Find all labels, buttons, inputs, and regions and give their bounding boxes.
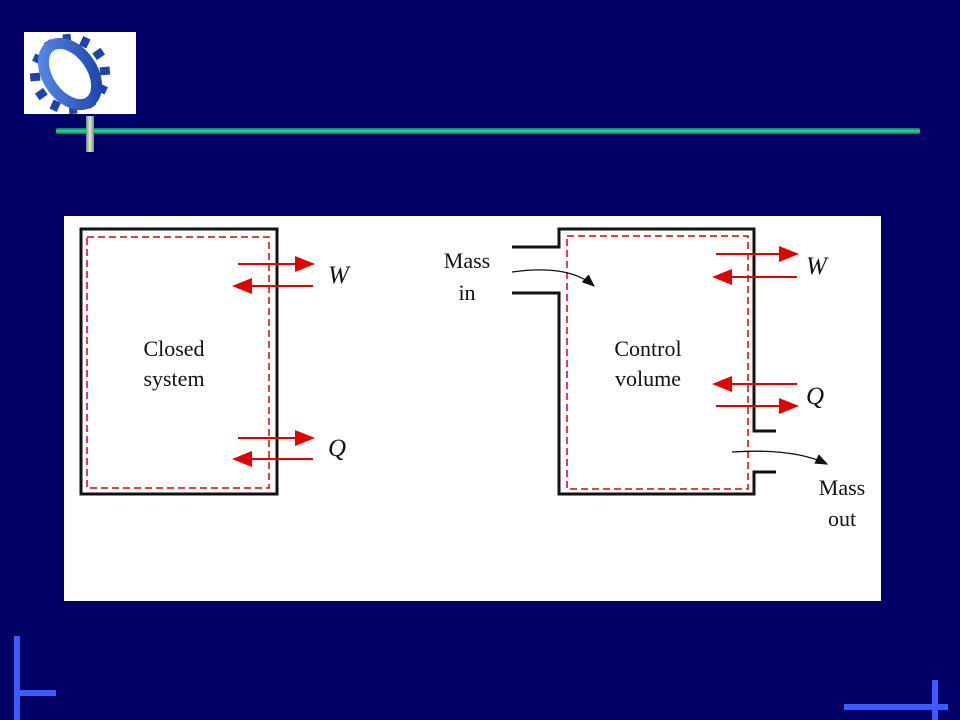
closed-system-boundary bbox=[79, 227, 279, 496]
corner-mark-bottom-right-vertical bbox=[932, 680, 938, 720]
mass-out-arrow bbox=[731, 450, 829, 465]
closed-system-vs-control-volume-diagram: Closed system W Q Control volume Mass in… bbox=[79, 227, 865, 531]
closed-system-label-line1: Closed bbox=[143, 336, 204, 361]
cv-work-symbol: W bbox=[806, 253, 829, 280]
control-volume-label-line2: volume bbox=[615, 366, 681, 391]
closed-heat-symbol: Q bbox=[328, 435, 346, 462]
cv-heat-symbol: Q bbox=[806, 383, 824, 410]
mass-in-arrow bbox=[511, 269, 595, 287]
closed-system: Closed system W Q bbox=[79, 227, 351, 496]
mass-in-label-line1: Mass bbox=[444, 248, 490, 273]
closed-system-dashed-boundary bbox=[86, 236, 270, 489]
corner-mark-bottom-left-vertical bbox=[14, 636, 20, 720]
corner-mark-bottom-right-horizontal bbox=[844, 704, 948, 710]
control-volume-label-line1: Control bbox=[614, 336, 681, 361]
mass-in-label-line2: in bbox=[458, 280, 475, 305]
header-rule bbox=[56, 128, 920, 134]
corner-mark-bottom-left-horizontal bbox=[14, 690, 56, 696]
control-volume-dashed-boundary bbox=[566, 235, 749, 490]
control-volume-boundary-bottom bbox=[512, 291, 776, 496]
logo bbox=[24, 32, 136, 114]
mass-out-label-line2: out bbox=[828, 506, 856, 531]
control-volume-boundary-top bbox=[512, 227, 776, 433]
gear-ring-logo-icon bbox=[29, 33, 111, 114]
mass-out-label-line1: Mass bbox=[819, 475, 865, 500]
header-rule-tick bbox=[86, 116, 94, 152]
control-volume: Control volume Mass in W Q Mass out bbox=[444, 227, 865, 531]
closed-work-symbol: W bbox=[328, 262, 351, 289]
closed-system-label-line2: system bbox=[143, 366, 204, 391]
system-diagram-panel: Closed system W Q Control volume Mass in… bbox=[64, 216, 881, 601]
